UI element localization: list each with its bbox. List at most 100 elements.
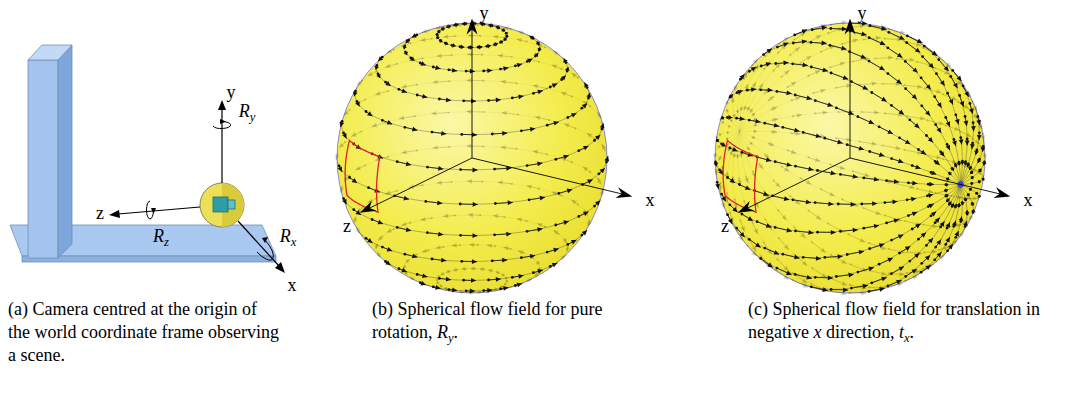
- flow-line: [841, 260, 851, 264]
- scene: [10, 45, 285, 273]
- flow-arrowhead: [374, 245, 379, 249]
- flow-arrowhead: [517, 283, 523, 288]
- flow-arrowhead: [470, 289, 475, 294]
- flow-line: [388, 89, 397, 91]
- flow-arrowhead: [406, 227, 411, 232]
- flow-line: [791, 172, 801, 178]
- flow-arrowhead: [421, 281, 426, 286]
- flow-arrowhead: [446, 269, 449, 274]
- flow-arrowhead: [501, 80, 506, 85]
- flow-line: [432, 38, 440, 39]
- flow-line: [738, 95, 739, 104]
- arrowhead: [151, 208, 156, 214]
- flow-line: [748, 162, 753, 172]
- flow-dot: [505, 32, 508, 35]
- flow-vector: [556, 156, 569, 160]
- camera-lens: [228, 200, 235, 209]
- flow-vector: [356, 165, 366, 170]
- flow-dot: [566, 116, 569, 119]
- flow-arrowhead: [453, 22, 457, 27]
- flow-line: [757, 149, 764, 155]
- flow-vector: [382, 247, 392, 251]
- flow-arrowhead: [530, 254, 535, 259]
- flow-line: [879, 67, 888, 74]
- flow-line: [452, 260, 462, 262]
- axis-line: [472, 158, 623, 194]
- flow-arrowhead: [340, 188, 345, 193]
- arrowhead: [262, 237, 268, 243]
- flow-arrowhead: [452, 43, 456, 48]
- rotation-flow-sphere: [335, 19, 632, 295]
- flow-line: [423, 258, 432, 259]
- flow-arrowhead: [445, 41, 448, 45]
- flow-vector: [357, 81, 362, 86]
- flow-arrowhead: [564, 123, 570, 127]
- flow-arrowhead: [488, 268, 492, 273]
- flow-arrowhead: [338, 166, 342, 172]
- flow-vector: [561, 92, 572, 96]
- flow-vector: [372, 220, 383, 224]
- flow-vector: [583, 180, 593, 185]
- flow-line: [517, 166, 528, 168]
- flow-line: [950, 128, 954, 139]
- flow-line: [417, 149, 428, 151]
- flow-vector: [533, 270, 543, 273]
- flow-line: [926, 136, 934, 144]
- flow-line: [957, 151, 959, 162]
- flow-arrowhead: [498, 180, 503, 185]
- flow-arrowhead: [472, 259, 477, 264]
- flow-arrowhead: [561, 92, 567, 97]
- flow-arrowhead: [436, 245, 441, 250]
- flow-arrowhead: [436, 37, 440, 39]
- flow-vector: [350, 178, 358, 184]
- flow-vector: [399, 89, 407, 92]
- flow-arrowhead: [527, 58, 532, 63]
- flow-arrowhead: [518, 31, 523, 35]
- flow-arrowhead: [540, 196, 545, 201]
- flow-line: [912, 166, 922, 169]
- flow-vector: [556, 221, 569, 225]
- flow-line: [455, 215, 463, 216]
- axis-line: [369, 158, 472, 209]
- flow-line: [482, 54, 492, 56]
- flow-arrowhead: [412, 33, 417, 37]
- flow-line: [449, 146, 460, 148]
- flow-line: [452, 181, 462, 182]
- flow-arrowhead: [487, 243, 492, 248]
- flow-arrowhead: [452, 23, 457, 28]
- flow-arrowhead: [339, 143, 344, 148]
- flow-line: [539, 62, 547, 64]
- flow-arrowhead: [473, 168, 478, 173]
- flow-vector: [579, 212, 589, 217]
- flow-vector: [595, 135, 601, 140]
- flow-arrowhead: [552, 65, 558, 69]
- flow-line: [480, 215, 488, 216]
- flow-arrowhead: [517, 63, 523, 68]
- flow-line: [739, 132, 745, 135]
- flow-arrowhead: [467, 179, 472, 184]
- flow-arrowhead: [536, 41, 540, 44]
- flow-arrowhead: [479, 45, 483, 50]
- y-axis: [221, 108, 222, 183]
- flow-arrowhead: [378, 236, 383, 241]
- flow-arrowhead: [412, 253, 417, 257]
- flow-arrowhead: [452, 68, 457, 73]
- flow-line: [788, 150, 798, 154]
- flow-arrowhead: [553, 248, 559, 253]
- camera-body: [213, 197, 228, 212]
- block-side: [58, 45, 72, 258]
- flow-vector: [344, 110, 350, 116]
- flow-line: [918, 128, 926, 136]
- flow-line: [518, 115, 529, 117]
- flow-line: [740, 75, 744, 79]
- flow-line: [517, 231, 528, 232]
- flow-line: [484, 203, 496, 205]
- flow-line: [417, 166, 428, 168]
- flow-arrowhead: [446, 97, 451, 102]
- flow-arrowhead: [533, 84, 538, 89]
- flow-line: [512, 131, 521, 132]
- flow-arrowhead: [367, 111, 373, 116]
- arrowhead: [218, 100, 226, 110]
- flow-line: [432, 217, 440, 218]
